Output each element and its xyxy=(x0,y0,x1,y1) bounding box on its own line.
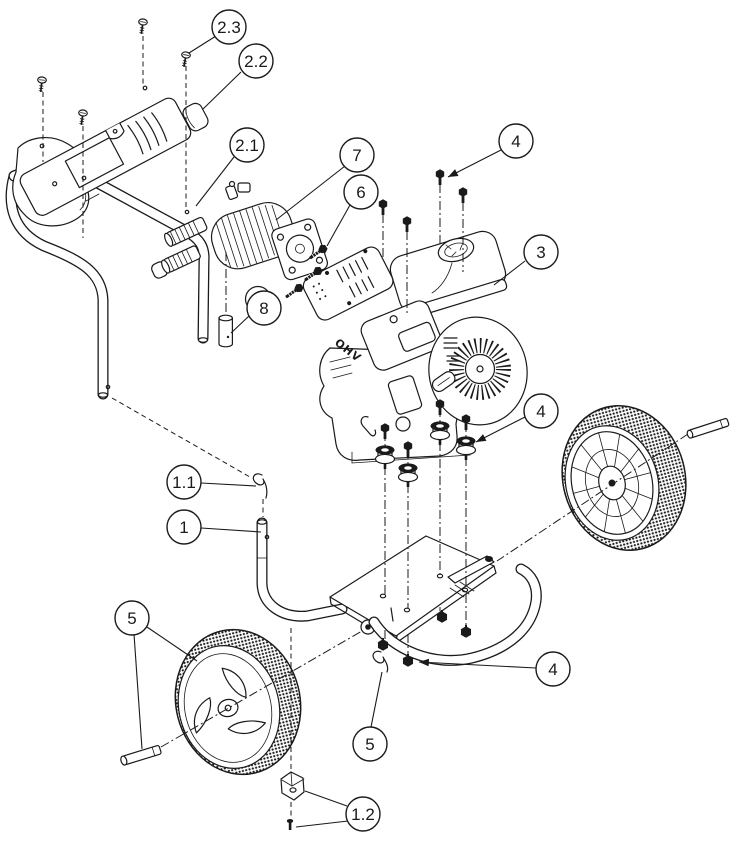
right-spoke-web xyxy=(570,431,654,535)
recoil-starter xyxy=(428,316,528,426)
svg-text:2.2: 2.2 xyxy=(244,52,268,71)
float-bowl xyxy=(395,416,411,432)
right-wheel xyxy=(561,404,687,552)
callout-1: 1 xyxy=(166,509,262,545)
svg-text:1: 1 xyxy=(179,518,188,537)
muffler-heat-shield xyxy=(302,246,394,321)
callout-1.1: 1.1 xyxy=(166,464,257,500)
fuel-tank xyxy=(389,230,508,320)
svg-text:4: 4 xyxy=(548,660,557,679)
panel-screw-hole xyxy=(142,85,148,91)
svg-text:4: 4 xyxy=(536,402,545,421)
right-axle-pin xyxy=(686,417,730,439)
tube-pin-hole xyxy=(184,209,190,215)
panel-screw xyxy=(178,50,192,69)
axle-clip xyxy=(372,650,389,673)
callout-3: 3 xyxy=(493,234,559,286)
callout-7: 7 xyxy=(275,137,375,221)
svg-text:8: 8 xyxy=(259,299,268,318)
hitch-pin-clip xyxy=(252,473,268,499)
handle-panel-tray xyxy=(19,97,192,216)
handle-assembly xyxy=(11,85,210,398)
svg-text:2.3: 2.3 xyxy=(217,18,241,37)
panel-screw xyxy=(136,17,149,36)
callout-4-bottom: 4 xyxy=(418,651,571,687)
carburetor xyxy=(387,375,423,415)
tube-end-cap xyxy=(256,519,268,525)
callout-5-bottom: 5 xyxy=(352,671,388,762)
engine-crankcase xyxy=(319,347,461,461)
panel-screw-hole xyxy=(39,143,45,149)
callouts: 2.3 2.2 2.1 7 6 4 3 8 4 1.1 1 xyxy=(114,9,571,832)
starter-pull-handle xyxy=(431,371,456,393)
flange-nut xyxy=(437,610,447,623)
assembly-guide-lines xyxy=(42,36,467,654)
callout-2.2: 2.2 xyxy=(202,43,274,110)
pump-top-valve xyxy=(225,180,251,200)
callout-4-mid: 4 xyxy=(475,393,559,443)
callout-1.2: 1.2 xyxy=(295,790,381,832)
j-hook xyxy=(360,416,377,437)
pump-inlet-fittings xyxy=(151,216,208,279)
callout-6: 6 xyxy=(326,174,379,247)
left-axle-pin xyxy=(120,745,162,766)
svg-text:1.2: 1.2 xyxy=(351,805,375,824)
svg-text:5: 5 xyxy=(365,735,374,754)
fuel-line xyxy=(431,262,453,294)
flange-nut xyxy=(461,625,471,638)
fasteners xyxy=(35,17,730,830)
svg-text:7: 7 xyxy=(352,146,361,165)
engine-bolt xyxy=(459,187,467,203)
vibration-isolator xyxy=(374,444,396,470)
air-cleaner-cover xyxy=(360,300,443,371)
pump-mounting-bolt xyxy=(283,282,305,301)
pump xyxy=(151,180,328,313)
svg-text:3: 3 xyxy=(536,243,545,262)
svg-text:6: 6 xyxy=(356,183,365,202)
engine-bolt xyxy=(436,169,444,185)
foot-screw xyxy=(286,819,294,830)
isolator-stud-bolt xyxy=(462,414,470,430)
starter-fan-starburst xyxy=(449,338,511,400)
axle-bracket xyxy=(447,555,495,584)
tube-end-cap xyxy=(197,337,209,343)
engine-bolt xyxy=(403,216,411,232)
callout-5-left: 5 xyxy=(114,600,198,750)
svg-text:4: 4 xyxy=(511,132,520,151)
tube-pin-hole xyxy=(264,534,270,540)
svg-text:1.1: 1.1 xyxy=(172,473,196,492)
pump-mounting-flange xyxy=(271,218,328,281)
base-plate xyxy=(329,535,497,644)
callout-2.1: 2.1 xyxy=(195,127,265,207)
axle-stub xyxy=(485,556,493,562)
tube-pin-hole xyxy=(105,384,111,390)
fuel-cap xyxy=(437,237,475,263)
base-frame xyxy=(257,520,536,661)
axle-center-lines xyxy=(160,433,689,818)
engine-bolt xyxy=(379,199,387,215)
vibration-isolator xyxy=(397,462,419,488)
vibration-isolator xyxy=(455,435,477,461)
rubber-foot xyxy=(280,771,305,801)
svg-text:5: 5 xyxy=(127,609,136,628)
callout-4-top: 4 xyxy=(447,123,534,178)
handle-end-bumper xyxy=(182,102,209,132)
clip-post xyxy=(390,607,394,622)
tube-end-cap xyxy=(97,392,109,398)
callout-8: 8 xyxy=(230,290,282,334)
panel-screw-hole xyxy=(81,175,87,181)
svg-text:2.1: 2.1 xyxy=(235,136,259,155)
engine: OHV xyxy=(302,230,528,464)
panel-screw xyxy=(35,75,48,94)
spacer-tube xyxy=(218,314,233,348)
callout-2.3: 2.3 xyxy=(188,9,247,54)
panel-screw xyxy=(76,108,89,127)
